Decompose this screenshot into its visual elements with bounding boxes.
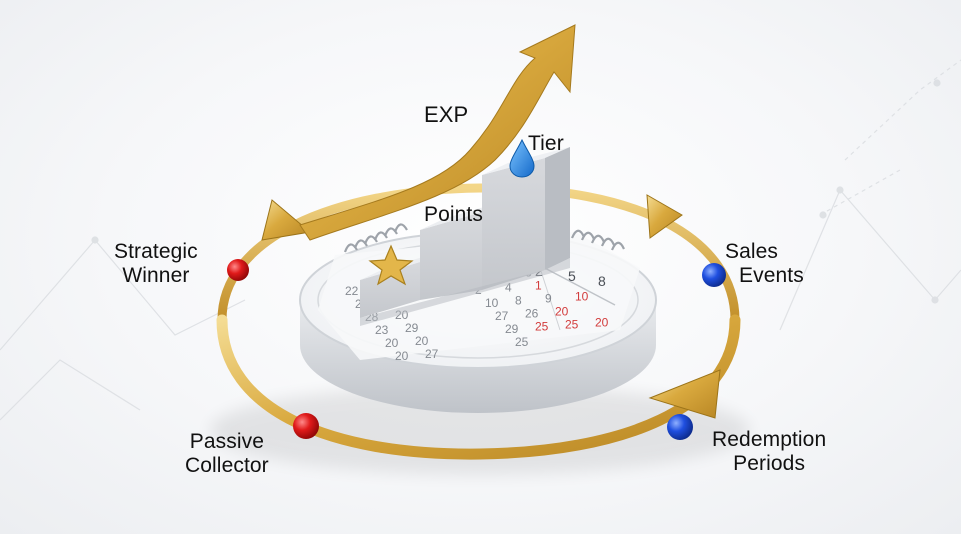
- calendar-day-number: 4: [505, 281, 512, 295]
- calendar-spiral-left: [343, 223, 408, 253]
- marker-strategic-winner: [227, 259, 249, 281]
- ring-arrowhead-bottom: [648, 369, 721, 419]
- calendar-day-number: 20: [415, 334, 429, 348]
- ring-arrowhead-right: [646, 194, 683, 239]
- label-passive-collector: Passive Collector: [185, 430, 269, 478]
- calendar-spiral-right: [570, 229, 625, 251]
- calendar-day-number: 10: [485, 296, 499, 310]
- calendar-day-number: 20: [595, 316, 609, 330]
- label-strategic-winner-line1: Strategic: [114, 240, 198, 263]
- calendar-day-number: 27: [425, 347, 439, 361]
- ground-shadow: [210, 385, 750, 475]
- label-sales-events: Sales Events: [725, 240, 804, 288]
- star-icon: [368, 244, 414, 286]
- calendar-day-number: 29: [505, 322, 519, 336]
- label-sales-events-line2: Events: [739, 264, 804, 287]
- label-strategic-winner-line2: Winner: [122, 264, 190, 287]
- calendar-day-number: 26: [525, 307, 539, 321]
- label-exp: EXP: [424, 102, 469, 127]
- calendar-day-number: 29: [405, 321, 419, 335]
- calendar-header-number: 5: [568, 268, 576, 284]
- calendar-day-number: 10: [575, 290, 589, 304]
- calendar-day-number: 20: [395, 349, 409, 363]
- label-passive-collector-line1: Passive: [189, 430, 264, 453]
- calendar-day-number: 1: [535, 279, 542, 293]
- calendar-day-number: 8: [515, 294, 522, 308]
- calendar-header-number: 8: [598, 273, 606, 289]
- marker-sales-events: [702, 263, 726, 287]
- calendar-day-number: 9: [545, 292, 552, 306]
- calendar-day-number: 20: [555, 305, 569, 319]
- ring-arrowhead-left: [261, 199, 312, 241]
- growth-arrow: [299, 24, 576, 241]
- label-redemption-periods-line2: Periods: [733, 452, 806, 475]
- label-redemption-periods: Redemption Periods: [712, 428, 826, 476]
- marker-passive-collector: [293, 413, 319, 439]
- background-lines: [0, 59, 961, 421]
- marker-redemption-periods: [667, 414, 693, 440]
- calendar-day-number: 25: [565, 318, 579, 332]
- calendar-day-number: 22: [345, 284, 359, 298]
- label-sales-events-line1: Sales: [725, 240, 779, 263]
- calendar-day-number: 20: [385, 336, 399, 350]
- calendar-day-number: 25: [515, 335, 529, 349]
- label-points: Points: [424, 203, 483, 226]
- calendar-day-number: 25: [535, 320, 549, 334]
- gold-ring-back: [217, 183, 740, 325]
- calendar-day-number: 27: [495, 309, 509, 323]
- calendar-day-number: 23: [375, 323, 389, 337]
- droplet-icon: [509, 138, 535, 178]
- label-tier: Tier: [528, 132, 564, 155]
- label-passive-collector-line2: Collector: [185, 454, 269, 477]
- label-strategic-winner: Strategic Winner: [114, 240, 198, 288]
- label-redemption-periods-line1: Redemption: [712, 428, 827, 451]
